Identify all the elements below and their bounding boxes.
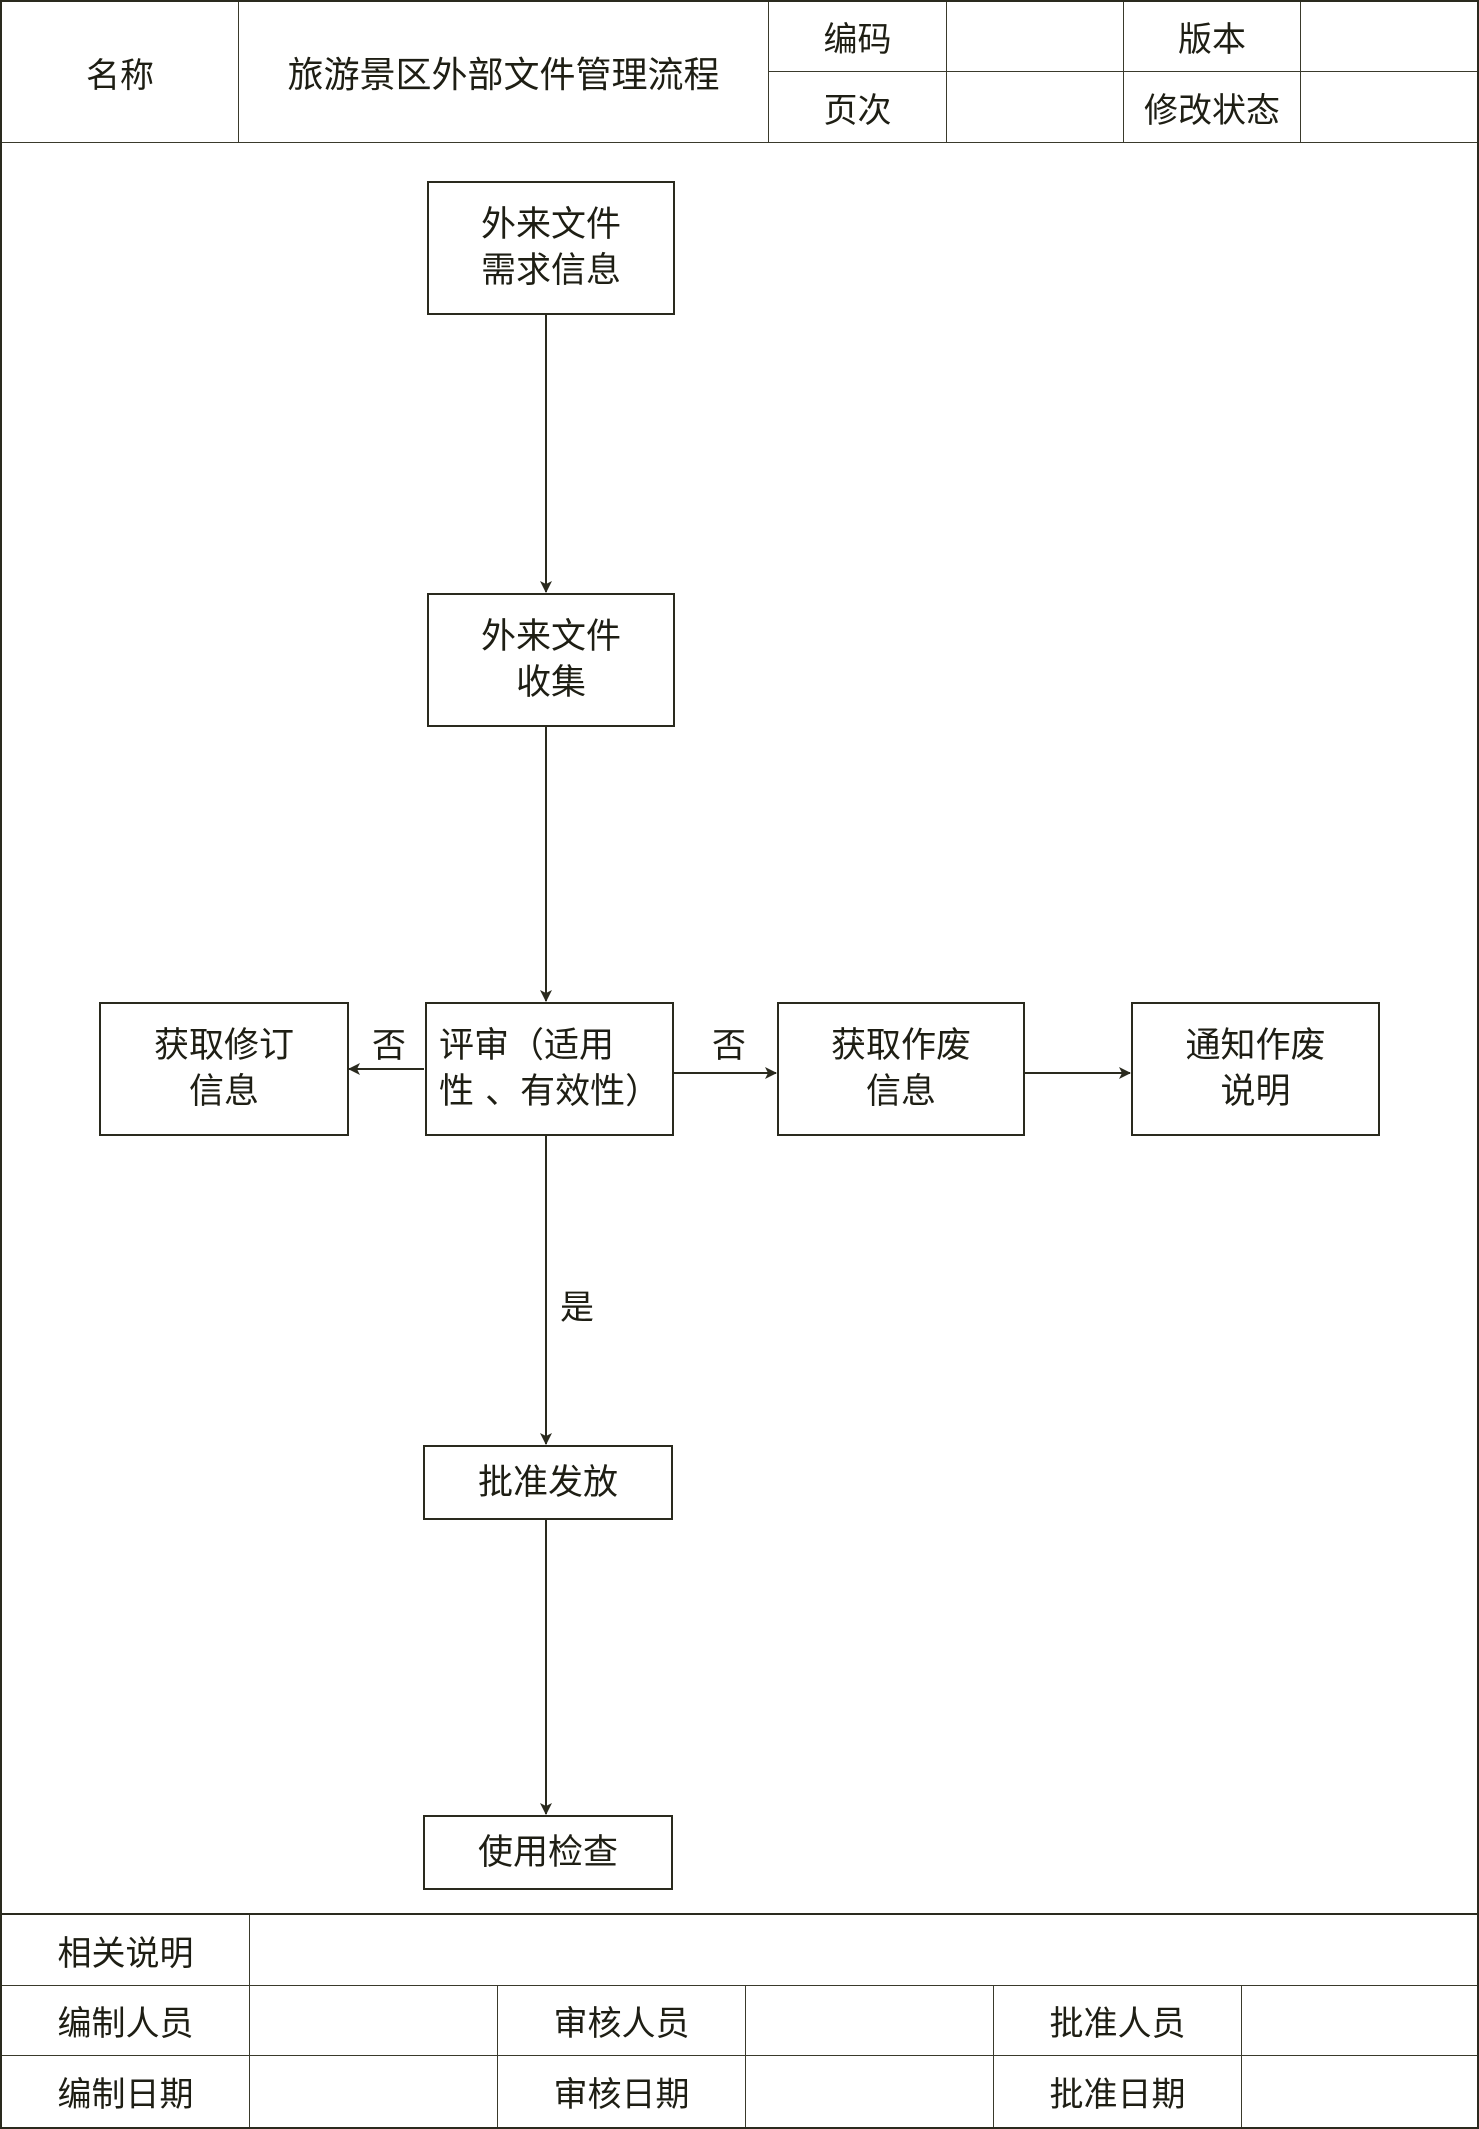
revision-label: 修改状态: [1124, 72, 1301, 143]
reviewed-date-label: 审核日期: [498, 2056, 746, 2127]
reviewed-date-value[interactable]: [746, 2056, 994, 2127]
footer-divider: [2, 1913, 1477, 1915]
prepared-date-label: 编制日期: [2, 2056, 250, 2127]
version-value[interactable]: [1301, 2, 1477, 72]
approved-date-value[interactable]: [1242, 2056, 1477, 2127]
node-approve-release: 批准发放: [423, 1445, 673, 1520]
revision-value[interactable]: [1301, 72, 1477, 143]
version-label: 版本: [1124, 2, 1301, 72]
node-demand-info: 外来文件 需求信息: [427, 181, 675, 315]
edge-label-no-right: 否: [712, 1026, 746, 1066]
node-use-check: 使用检查: [423, 1815, 673, 1890]
node-collect: 外来文件 收集: [427, 593, 675, 727]
approved-by-label: 批准人员: [994, 1986, 1242, 2056]
reviewed-by-value[interactable]: [746, 1986, 994, 2056]
edge-label-yes: 是: [560, 1288, 594, 1328]
approved-date-label: 批准日期: [994, 2056, 1242, 2127]
reviewed-by-label: 审核人员: [498, 1986, 746, 2056]
node-notify-obsolete: 通知作废 说明: [1131, 1002, 1380, 1136]
page-label: 页次: [769, 72, 947, 143]
edge-label-no-left: 否: [372, 1026, 406, 1066]
code-value[interactable]: [947, 2, 1124, 72]
approved-by-value[interactable]: [1242, 1986, 1477, 2056]
prepared-by-label: 编制人员: [2, 1986, 250, 2056]
node-review: 评审（适用 性 、有效性）: [425, 1002, 674, 1136]
prepared-date-value[interactable]: [250, 2056, 498, 2127]
document-title: 旅游景区外部文件管理流程: [239, 2, 769, 143]
notes-value[interactable]: [250, 1915, 1477, 1986]
node-get-obsolete-info: 获取作废 信息: [777, 1002, 1025, 1136]
page-value[interactable]: [947, 72, 1124, 143]
prepared-by-value[interactable]: [250, 1986, 498, 2056]
code-label: 编码: [769, 2, 947, 72]
notes-label: 相关说明: [2, 1915, 250, 1986]
node-get-revision-info: 获取修订 信息: [99, 1002, 349, 1136]
name-label: 名称: [2, 2, 239, 143]
